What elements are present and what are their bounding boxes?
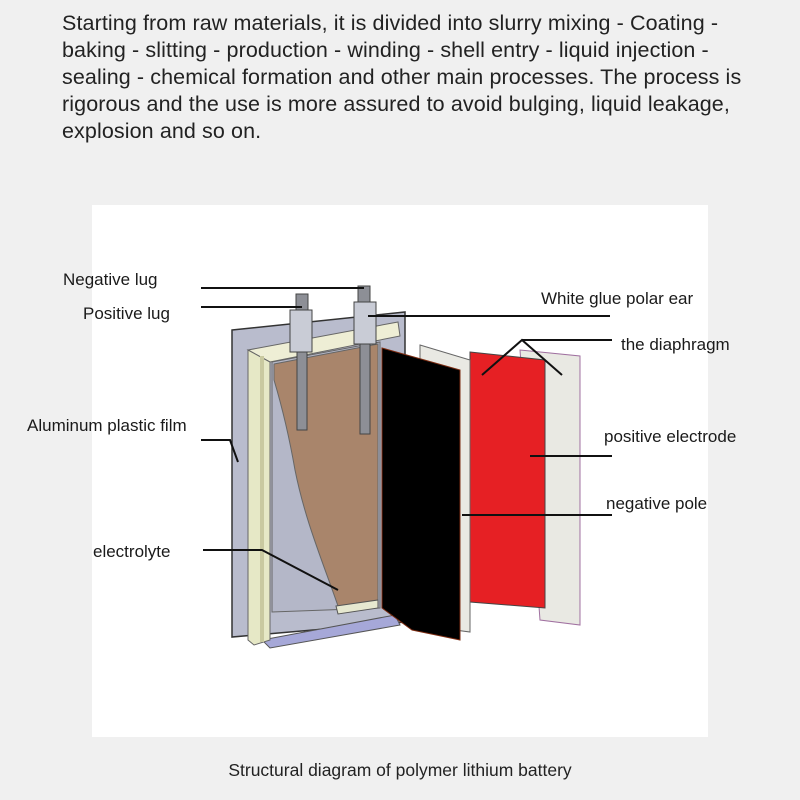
label-positive-electrode: positive electrode xyxy=(604,427,736,446)
label-positive-lug: Positive lug xyxy=(83,304,170,323)
negative-sheet xyxy=(381,347,461,641)
positive-lug xyxy=(289,293,313,431)
diagram-caption: Structural diagram of polymer lithium ba… xyxy=(228,760,572,780)
intro-paragraph: Starting from raw materials, it is divid… xyxy=(62,11,742,143)
label-white-glue-polar-ear: White glue polar ear xyxy=(541,289,693,308)
label-diaphragm: the diaphragm xyxy=(621,335,730,354)
leader-lines xyxy=(201,287,612,591)
positive-electrode xyxy=(469,351,546,609)
label-aluminum-plastic-film: Aluminum plastic film xyxy=(27,416,187,435)
label-negative-pole: negative pole xyxy=(606,494,707,513)
label-electrolyte: electrolyte xyxy=(93,542,170,561)
negative-lug xyxy=(353,285,377,435)
label-negative-lug: Negative lug xyxy=(63,270,158,289)
